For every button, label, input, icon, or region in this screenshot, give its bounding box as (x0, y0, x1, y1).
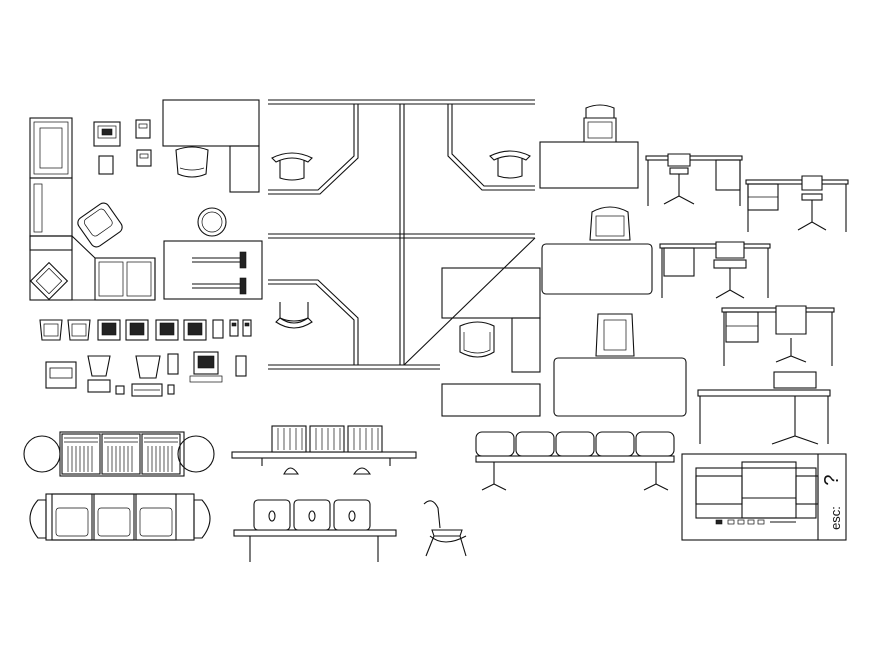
round-stool-icon (197, 207, 227, 237)
small-device-icon (115, 385, 125, 395)
fax-machine-icon (93, 121, 121, 147)
waiting-sofa-plan-2 (29, 493, 211, 541)
office-chair-icon (175, 146, 209, 178)
monitor-icon (183, 319, 207, 341)
printer-icon (98, 155, 114, 175)
desk-with-chair-mid (541, 206, 653, 295)
desk-with-chair-top (539, 104, 639, 189)
monitor-icon (125, 319, 149, 341)
desk-elevation-3 (659, 241, 771, 299)
low-cabinet (441, 383, 541, 417)
monitor-icon (97, 319, 121, 341)
desk-elevation-4 (721, 305, 835, 366)
telephone-icon (136, 149, 152, 167)
equipment-row-1 (39, 319, 252, 341)
executive-desk (162, 99, 260, 193)
desk-elevation-5 (697, 371, 831, 445)
bench-elevation-2 (233, 499, 397, 562)
waiting-sofa-plan-1 (23, 431, 215, 477)
lounge-chair-icon (29, 261, 69, 301)
cpu-tower-icon (167, 353, 179, 375)
l-shaped-workstation (29, 117, 156, 301)
desk-with-chair-low (553, 313, 687, 417)
cpu-tower-icon (212, 319, 224, 339)
esc-label: esc: (828, 506, 843, 530)
monitor-icon (155, 319, 179, 341)
bench-elevation-1 (231, 425, 417, 475)
cubicle-cluster (268, 99, 536, 370)
telephone-icon (135, 119, 151, 139)
row-seating-elevation (475, 431, 675, 491)
chair-front-icon (67, 319, 91, 341)
equipment-row-2 (45, 351, 247, 397)
chair-front-icon (87, 355, 111, 393)
printer-icon (45, 361, 77, 389)
cpu-tower-icon (242, 319, 252, 337)
armchair-icon (77, 202, 123, 248)
chair-front-icon (135, 355, 161, 379)
question-mark-label: ? (821, 474, 843, 485)
cpu-tower-icon (229, 319, 239, 337)
office-chair-icon (459, 321, 495, 358)
keyboard-icon (131, 383, 163, 397)
chair-front-icon (39, 319, 63, 341)
mouse-icon (167, 384, 175, 395)
cubicle-chair-icon (489, 150, 531, 179)
computer-workstation-icon (189, 351, 223, 383)
desk-elevation-2 (745, 175, 849, 232)
meeting-table (163, 240, 263, 300)
reception-desk-panel: ? esc: (681, 453, 847, 541)
desk-elevation-1 (645, 153, 743, 206)
cpu-tower-icon (235, 355, 247, 377)
seat-cushion (61, 433, 181, 475)
cubicle-chair-icon (275, 302, 313, 329)
cubicle-chair-icon (271, 152, 313, 181)
l-desk (441, 267, 541, 373)
side-chair-elevation (423, 500, 467, 557)
